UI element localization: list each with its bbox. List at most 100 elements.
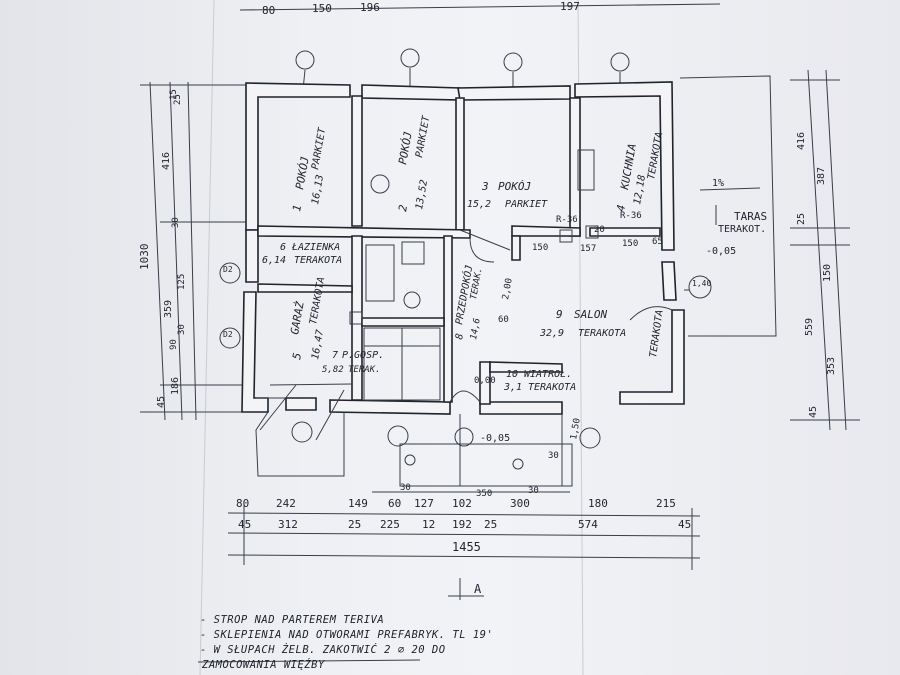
misc-dim: 2,00	[501, 277, 515, 300]
chimney	[585, 225, 599, 239]
section-label: A	[474, 582, 482, 596]
room-5-finish: TERAKOTA	[308, 276, 327, 325]
room-4-area: 12,18	[632, 174, 648, 206]
misc-dim: R-36	[556, 215, 578, 225]
top-dim: 80	[262, 4, 275, 17]
room-7-name: P.GOSP.	[342, 350, 384, 361]
left-dim: 30	[177, 324, 187, 335]
chimney	[349, 311, 363, 325]
room-labels: 1 POKÓJ 16,13 PARKIET 2 POKÓJ 13,52 PARK…	[262, 114, 666, 393]
room-3-name: POKÓJ	[498, 180, 531, 193]
room-7-no: 7	[332, 350, 338, 361]
note-line: - SKLEPIENIA NAD OTWORAMI PREFABRYK. TL …	[200, 629, 494, 641]
axis-marker	[219, 327, 241, 349]
left-dim: 25	[173, 94, 183, 105]
bathtub	[365, 244, 395, 302]
bottom-dim: 127	[414, 497, 434, 510]
toilet	[403, 291, 421, 309]
misc-dim: 65	[652, 237, 663, 247]
room-2-no: 2	[396, 203, 410, 212]
interior-walls	[257, 95, 661, 405]
misc-dim: 20	[594, 225, 605, 235]
left-dimension-chains: 1030 416 359 186 45 25 30 125 90 30 15	[138, 81, 250, 421]
washbasin	[401, 241, 425, 265]
bottom-dim: 25	[348, 518, 362, 531]
room-3-area: 15,2	[467, 199, 491, 210]
window-marker-label: 1,40	[692, 279, 711, 288]
axis-marker	[295, 50, 315, 70]
room-6-no: 6	[280, 242, 286, 253]
top-dimension-line: 80 150 196 197	[239, 0, 721, 17]
room-7-finish: TERAK.	[348, 365, 381, 375]
bottom-dim: 12	[422, 518, 436, 531]
taras-name: TARAS	[734, 210, 767, 223]
right-dim: 150	[822, 264, 833, 282]
room-1-name: POKÓJ	[293, 156, 312, 191]
garage-driveway	[255, 383, 353, 477]
interior-dimensions: R-36 R-36 150 157 150 65 2,00 0,00 60 20…	[474, 211, 663, 461]
taras-finish: TERAKOT.	[718, 224, 766, 235]
room-10-area: 3,1	[503, 382, 522, 393]
kitchen-counter	[577, 149, 595, 191]
construction-notes: - STROP NAD PARTEREM TERIVA - SKLEPIENIA…	[200, 613, 700, 673]
chimney	[559, 229, 573, 243]
axis-marker	[387, 425, 409, 447]
bottom-dimension-chains	[227, 505, 701, 570]
room-9-no: 9	[556, 308, 563, 321]
left-dim: 186	[170, 377, 181, 395]
room-9-finish: TERAKOTA	[578, 328, 626, 339]
axis-markers-top	[295, 48, 630, 92]
axis-marker	[219, 262, 241, 284]
left-dim: 90	[169, 339, 179, 350]
bottom-dim: 192	[452, 518, 472, 531]
left-outer-dim: 1030	[138, 244, 151, 271]
section-marker-a: A	[448, 578, 484, 600]
fixtures	[349, 149, 599, 401]
room-1-no: 1	[290, 204, 304, 213]
level-mark: -0,05	[480, 433, 510, 444]
bottom-dim: 80	[236, 497, 250, 510]
axis-marker	[454, 427, 474, 447]
misc-dim: 0,00	[474, 376, 496, 386]
entry-dim: 350	[476, 489, 492, 499]
axis-marker	[579, 427, 601, 449]
room-6-area: 6,14	[262, 255, 286, 266]
misc-dim: 30	[548, 451, 559, 461]
room-10-finish: TERAKOTA	[528, 382, 576, 393]
room-10-no: 10	[506, 369, 518, 380]
entrance-platform	[399, 443, 573, 487]
misc-dim: 150	[532, 243, 548, 253]
right-dim: 25	[796, 213, 807, 225]
bottom-dim-total: 1455	[452, 540, 481, 554]
note-line: - STROP NAD PARTEREM TERIVA	[200, 614, 385, 626]
misc-dim: 1,50	[569, 417, 583, 440]
room-10-name: WIATROŁ.	[524, 369, 572, 380]
bottom-dim: 25	[484, 518, 498, 531]
left-dim: 45	[156, 396, 167, 408]
bottom-dim: 60	[388, 497, 402, 510]
bottom-dim: 215	[656, 497, 676, 510]
paper-fold	[199, 0, 215, 675]
left-dim: 125	[177, 274, 187, 290]
room-1-area: 16,13	[310, 174, 326, 206]
bottom-dim: 574	[578, 518, 598, 531]
left-dim: 416	[161, 152, 172, 170]
room-2-finish: PARKIET	[414, 114, 432, 158]
axis-marker	[291, 421, 313, 443]
entrance-steps: 30 350 30 -0,05	[372, 414, 601, 499]
taras-level: -0,05	[706, 246, 736, 257]
door-swings	[256, 229, 673, 403]
left-dim: 15	[169, 89, 179, 100]
misc-dim: 157	[580, 244, 596, 254]
misc-dim: 150	[622, 239, 638, 249]
room-9-area: 32,9	[539, 328, 564, 339]
salon-terrace-note: TERAKOTA	[648, 309, 666, 358]
right-dim: 353	[826, 357, 837, 375]
bottom-dim: 312	[278, 518, 298, 531]
left-dim: 30	[171, 217, 181, 228]
bottom-dim: 300	[510, 497, 530, 510]
bottom-dim: 102	[452, 497, 472, 510]
bottom-dim: 149	[348, 497, 368, 510]
top-dim: 150	[312, 2, 332, 15]
